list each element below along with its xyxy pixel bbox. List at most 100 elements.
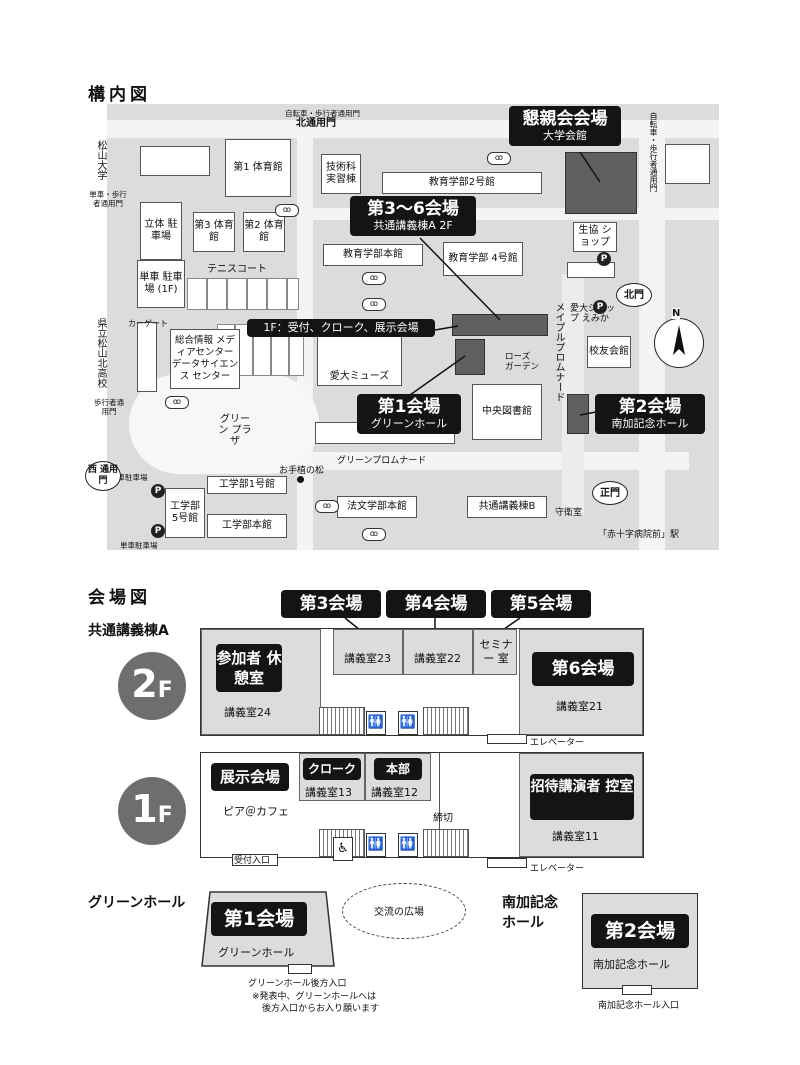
room-22: 講義室22: [403, 629, 473, 675]
parking-icon: P: [597, 252, 611, 266]
room-11-label: 講義室11: [552, 830, 599, 843]
building-east-1: [665, 144, 710, 184]
green-hall-title: グリーンホール: [88, 895, 186, 911]
partition-line: [439, 753, 440, 857]
parking-icon: P: [151, 484, 165, 498]
label-north-gate-small: 自転車・歩行者通用門: [285, 109, 360, 118]
room-23-label: 講義室23: [344, 652, 391, 665]
toilet-icon: 🚻: [366, 833, 386, 857]
callout-konshin-sub: 大学会館: [543, 129, 587, 142]
callout-konshin-title: 懇親会会場: [522, 109, 608, 129]
room-seminar: セミナー 室: [473, 629, 517, 675]
gate-main: 正門: [592, 481, 628, 505]
elevator-1f-label: エレベーター: [530, 864, 585, 874]
tag-venue-3: 第3会場: [281, 590, 381, 618]
building-edu-main: 教育学部本館: [323, 244, 423, 266]
building-bike-parking: 単車 駐車場 (1F): [137, 260, 185, 308]
stairs: [423, 707, 469, 735]
green-hall-note-2: 後方入口からお入り願います: [262, 1004, 380, 1014]
building-edu2: 教育学部2号館: [382, 172, 542, 194]
room-23: 講義室23: [333, 629, 403, 675]
label-aidai-shop: 愛大ショップ えみか: [570, 304, 616, 324]
building-green-hall: [455, 339, 485, 375]
campus-map: 第1 体育館 技術科 実習棟 教育学部2号館 立体 駐車場 第3 体育館 第2 …: [107, 104, 719, 550]
gate-west: 西 通用門: [85, 461, 121, 491]
nanka-hall-title-2: ホール: [502, 915, 544, 931]
room-12: 本部 講義室12: [365, 753, 431, 801]
label-rose-garden: ローズ ガーデン: [505, 352, 540, 372]
room-24: 参加者 休憩室 講義室24: [201, 629, 321, 735]
label-west-walk-gate: 歩行者通用門: [94, 398, 124, 416]
floor-1-f: F: [157, 803, 173, 828]
toilet-icon: 🚻: [398, 833, 418, 857]
label-north-high-school: 県立松山北高校: [95, 318, 106, 388]
room-24-label: 講義室24: [224, 706, 271, 719]
room-21: 第6会場 講義室21: [519, 629, 643, 735]
bicycle-icon: ꝏ: [362, 528, 386, 541]
label-pine: お手植の松: [279, 466, 325, 476]
building-gym1: 第1 体育館: [225, 139, 291, 197]
label-maple-promenade: メイプルプロムナード: [553, 302, 564, 402]
elevator-1f: [487, 858, 527, 868]
tag-venue-2: 第2会場: [591, 914, 689, 948]
bicycle-icon: ꝏ: [487, 152, 511, 165]
label-green-plaza: グリーン プラザ: [218, 414, 252, 447]
nanka-hall-entrance[interactable]: [622, 985, 652, 995]
green-plaza-area: [129, 374, 319, 474]
reception-entrance-label: 受付入口: [234, 856, 271, 866]
bicycle-icon: ꝏ: [362, 298, 386, 311]
floor-2-num: 2: [131, 662, 158, 706]
parking-icon: P: [151, 524, 165, 538]
stairs: [319, 707, 365, 735]
building-gym3: 第3 体育館: [193, 212, 235, 252]
label-guard: 守衛室: [555, 508, 583, 518]
label-tennis: テニスコート: [207, 264, 267, 275]
tag-rest-room: 参加者 休憩室: [216, 644, 282, 692]
tag-cloak: クローク: [303, 758, 361, 780]
callout-venue-3-6-sub: 共通講義棟A 2F: [373, 219, 453, 232]
tag-exhibit: 展示会場: [211, 763, 289, 791]
road-promenade: [309, 452, 689, 470]
room-13-label: 講義室13: [305, 786, 352, 799]
campus-map-title: 構内図: [88, 85, 151, 105]
floor-2-plan: 参加者 休憩室 講義室24 講義室23 講義室22 セミナー 室 第6会場 講義…: [200, 628, 644, 736]
green-hall-name: グリーンホール: [218, 946, 295, 959]
room-11: 招待講演者 控室 講義室11: [519, 753, 643, 857]
callout-venue-2-title: 第2会場: [618, 397, 682, 417]
callout-floor1-text: 1F：受付、クローク、展示会場: [263, 321, 419, 334]
building-lecture-b: 共通講義棟B: [467, 496, 547, 518]
floor-2-badge: 2 F: [118, 652, 186, 720]
label-matsuyama-univ: 松山大学: [95, 140, 106, 180]
label-bike-parking-w: 単車駐車場: [110, 473, 148, 482]
floor-1-num: 1: [131, 787, 158, 831]
room-21-label: 講義室21: [556, 700, 603, 713]
tennis-courts: [187, 278, 299, 310]
building-museum: 愛大ミューズ: [317, 334, 402, 386]
compass-label: N: [672, 308, 681, 319]
venue-map-title: 会場図: [88, 588, 151, 608]
building-coop: 生協 ショップ: [573, 222, 617, 252]
building-eng5: 工学部 5号館: [165, 488, 205, 538]
label-north-gate: 北通用門: [296, 118, 336, 129]
exchange-plaza: [342, 883, 466, 939]
elevator-2f-label: エレベーター: [530, 738, 585, 748]
callout-venue-2-sub: 南加記念ホール: [611, 417, 689, 430]
green-hall-rear-entrance[interactable]: [288, 964, 312, 974]
building-eng1: 工学部1号館: [207, 476, 287, 494]
tag-hq: 本部: [374, 758, 422, 780]
callout-konshin: 懇親会会場 大学会館: [509, 106, 621, 146]
tag-venue-1: 第1会場: [211, 902, 307, 936]
building-lecture-a: [452, 314, 548, 336]
callout-venue-1: 第1会場 グリーンホール: [357, 394, 461, 434]
bicycle-icon: ꝏ: [362, 272, 386, 285]
room-22-label: 講義室22: [414, 652, 461, 665]
nanka-hall-name: 南加記念ホール: [593, 958, 670, 971]
green-hall-note-1: ※発表中、グリーンホールへは: [252, 992, 377, 1002]
tag-guest-room: 招待講演者 控室: [530, 774, 634, 820]
callout-pointers: [409, 151, 601, 416]
reception-entrance[interactable]: [232, 854, 278, 866]
callout-venue-1-sub: グリーンホール: [370, 417, 448, 430]
stairs: [423, 829, 469, 857]
cafe-label: ピア＠カフェ: [223, 805, 289, 818]
nanka-hall-shape: 第2会場 南加記念ホール: [582, 893, 698, 989]
